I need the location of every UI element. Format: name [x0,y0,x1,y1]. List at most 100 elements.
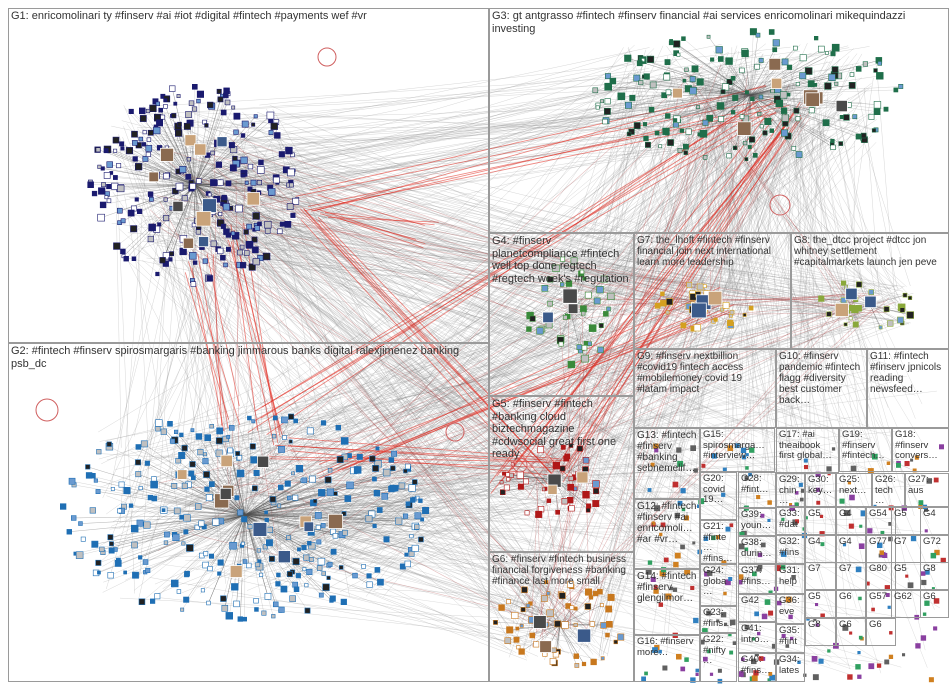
small-group-label: G72 [923,537,946,548]
group-label: G21: #finte… #fins… [703,522,734,564]
small-group-box: G4 [836,535,866,563]
node[interactable] [884,660,889,665]
small-group-label: G6 [923,592,946,603]
small-group-box: G6 [836,590,866,618]
group-label: G12: #fintech #finserv #ai enricomoli… #… [637,501,697,545]
group-label: G29: chin… [779,475,802,507]
small-group-box: G7 [836,562,866,590]
group-box-g21: G21: #finte… #fins… [700,520,737,564]
group-label: G26: tech… [875,475,902,507]
group-label: G3: gt antgrasso #fintech #finserv finan… [492,10,946,35]
group-label: G34: lates… [779,655,802,682]
node[interactable] [902,653,905,656]
group-label: G14: #fintech #finserv glengilmor… [637,571,697,604]
group-box-g15: G15: spirosmarga… #interview… [700,428,775,472]
group-label: G20: covid 19… [703,474,734,506]
group-label: G15: spirosmarga… #interview… [703,430,772,462]
small-group-label: G4 [839,509,863,520]
small-group-box: G6 [920,590,949,618]
group-label: G18: #finserv convers… [895,430,946,462]
group-box-g24: G24: globa… [700,564,737,606]
node[interactable] [857,675,861,679]
group-box-g39: G39: youn… [738,508,776,536]
node[interactable] [812,656,818,662]
group-box-g30: G30: key… [805,473,836,507]
group-label: G41: intro… [741,624,773,645]
group-box-g17: G17: #ai theaibook first global… [776,428,839,473]
group-box-g29: G29: chin… [776,473,805,507]
small-group-box: G7 [891,535,921,563]
small-group-label: G6 [869,620,893,631]
small-group-label: G8 [923,564,946,575]
group-box-g26: G26: tech… [872,473,905,507]
small-group-box: G8 [805,618,836,646]
small-group-label: G6 [839,592,863,603]
small-group-label: G80 [869,564,893,575]
small-group-label: G5 [894,509,918,520]
small-group-label: G8 [808,620,833,631]
group-label: G5: #finserv #fintech #banking cloud biz… [492,398,631,461]
group-label: G33: #dat… [779,509,802,535]
small-group-label: G7 [894,537,918,548]
group-box-g10: G10: #finserv pandemic #fintech flagg #d… [776,349,867,428]
group-box-g31: G31: help… [776,564,805,594]
small-group-label: G62 [894,592,918,603]
group-box-g40: G40: #fins… [738,653,776,682]
group-box-g33: G33: #dat… [776,507,805,535]
node[interactable] [827,649,830,652]
small-group-box: G8 [920,562,949,590]
node[interactable] [857,651,860,654]
group-label: G4: #finserv planetcompliance #fintech w… [492,235,631,285]
group-box-g19: G19: #finserv #fintech… [839,428,892,472]
node[interactable] [847,674,852,679]
group-box-g38: G38: durin… [738,536,776,564]
small-group-label: G4 [808,537,833,548]
small-group-label: G4 [839,537,863,548]
group-label: G10: #finserv pandemic #fintech flagg #d… [779,351,864,406]
group-label: G17: #ai theaibook first global… [779,430,836,462]
group-box-g25: G25: next… [836,473,872,507]
node[interactable] [819,659,824,664]
small-group-box: G4 [805,535,836,563]
group-box-g1: G1: enricomolinari ty #finserv #ai #iot … [8,8,489,343]
group-box-g11: G11: #fintech #finserv jpnicols reading … [867,349,949,428]
group-box-g20: G20: covid 19… [700,472,737,520]
small-group-box: G5 [805,507,836,535]
group-label: G35: #fint… [779,626,802,653]
group-box-g27: G27: aus [905,473,949,507]
node[interactable] [933,626,937,630]
group-box-g16: G16: #finserv more… [634,635,700,682]
small-group-label: G77 [869,537,893,548]
group-label: G39: youn… [741,510,773,531]
group-box-g32: G32: #fins… [776,535,805,564]
group-label: G27: aus [908,475,946,496]
group-label: G1: enricomolinari ty #finserv #ai #iot … [11,10,486,23]
node[interactable] [915,643,920,648]
node[interactable] [813,674,819,680]
node[interactable] [868,663,874,669]
small-group-box: G4 [920,507,949,535]
node[interactable] [921,635,926,640]
group-box-g23: G23: #fins… [700,606,737,633]
group-label: G7: the_lhoft #fintech #finserv financia… [637,235,788,268]
group-label: G19: #finserv #fintech… [842,430,889,462]
group-box-g8: G8: the_dtcc project #dtcc jon whitney s… [791,233,949,349]
group-label: G28: #fint… [741,474,773,495]
small-group-box: G5 [891,562,921,590]
group-box-g37: G37: #fins… [738,564,776,594]
group-label: G38: durin… [741,538,773,559]
node[interactable] [877,664,881,668]
node[interactable] [929,677,934,682]
node[interactable] [889,655,893,659]
group-box-g28: G28: #fint… [738,472,776,508]
node[interactable] [855,664,860,669]
group-label: G22: #nifty… [703,635,734,667]
group-label: G23: #fins… [703,608,734,629]
group-label: G30: key… [808,475,833,496]
small-group-box: G6 [836,618,866,646]
small-group-label: G7 [808,564,833,575]
group-box-g9: G9: #finserv nextbillion #covid19 fintec… [634,349,776,428]
group-label: G37: #fins… [741,566,773,587]
small-group-label: G5 [808,592,833,603]
group-box-g4: G4: #finserv planetcompliance #fintech w… [489,233,634,396]
